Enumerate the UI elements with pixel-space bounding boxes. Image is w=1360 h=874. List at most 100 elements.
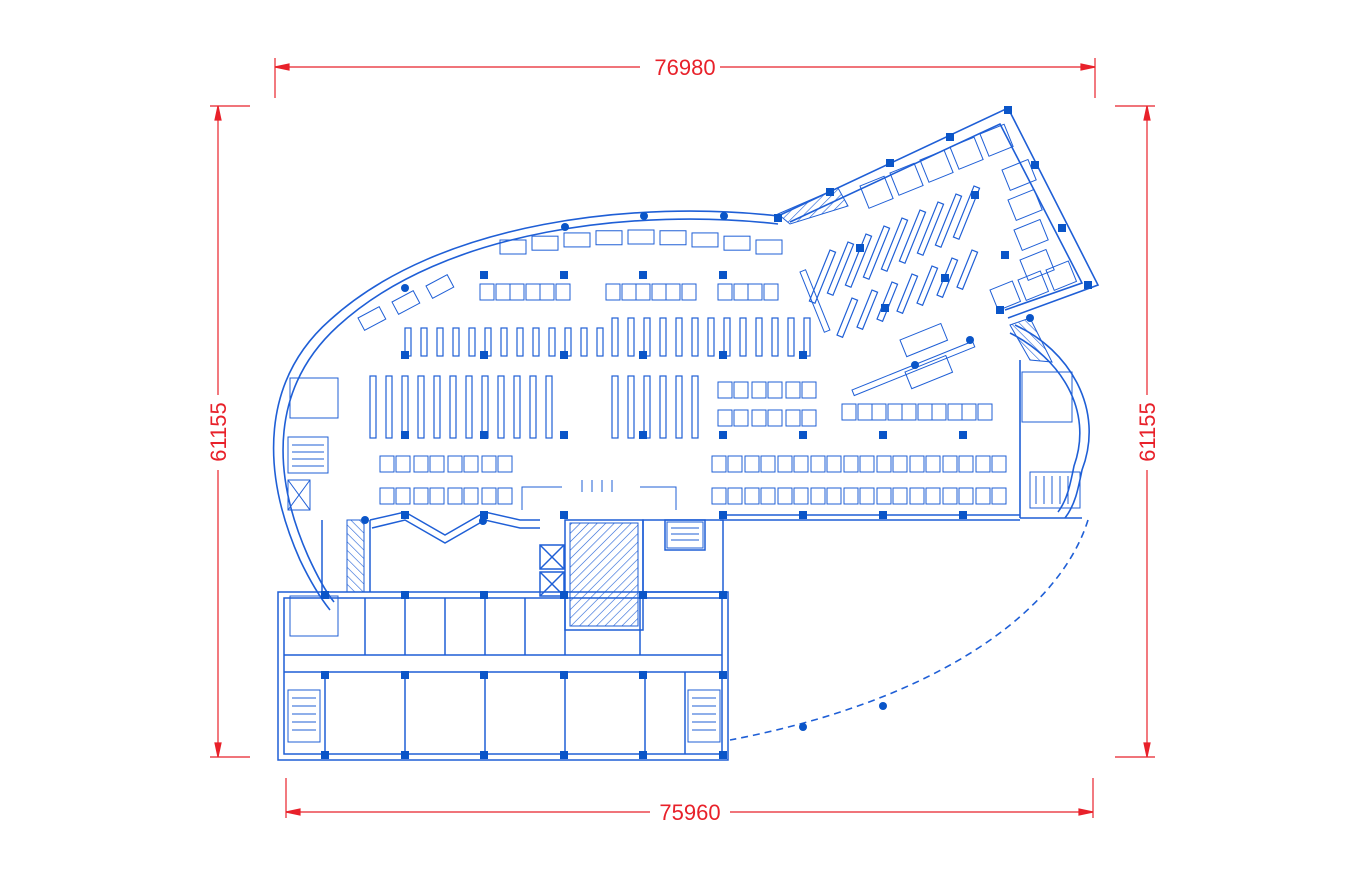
column <box>879 431 887 439</box>
reading-table <box>901 403 917 421</box>
reading-table <box>659 230 687 246</box>
reading-table <box>413 487 429 505</box>
reading-table <box>595 230 623 246</box>
reading-table <box>826 455 842 473</box>
shelf <box>916 265 939 307</box>
shelf <box>916 201 945 257</box>
shelf <box>691 375 699 439</box>
shelf <box>675 375 683 439</box>
reading-table <box>379 455 395 473</box>
counter <box>799 269 831 333</box>
shelf <box>500 327 508 357</box>
reading-table <box>379 487 395 505</box>
reading-table <box>651 283 667 301</box>
reading-table <box>727 487 743 505</box>
column <box>881 304 889 312</box>
column <box>321 751 329 759</box>
column <box>560 351 568 359</box>
reading-table <box>892 487 908 505</box>
reading-table <box>961 403 977 421</box>
reading-table <box>991 455 1007 473</box>
column <box>640 212 648 220</box>
shelf <box>452 327 460 357</box>
column <box>401 751 409 759</box>
column <box>799 723 807 731</box>
reading-table <box>744 487 760 505</box>
shelf <box>548 327 556 357</box>
reading-table <box>531 235 559 251</box>
column <box>401 591 409 599</box>
reading-table <box>744 455 760 473</box>
shelf <box>417 375 425 439</box>
dimension-right-label: 61155 <box>1135 402 1160 462</box>
reading-table <box>942 455 958 473</box>
reading-table <box>711 455 727 473</box>
shelf <box>468 327 476 357</box>
shelf <box>771 317 779 357</box>
column <box>639 591 647 599</box>
shelf <box>755 317 763 357</box>
reading-table <box>826 487 842 505</box>
reading-table <box>555 283 571 301</box>
shelf <box>956 249 979 291</box>
shelf <box>803 317 811 357</box>
column <box>401 671 409 679</box>
reading-table <box>989 280 1022 312</box>
column <box>401 351 409 359</box>
column <box>560 271 568 279</box>
column <box>480 591 488 599</box>
shelf <box>401 375 409 439</box>
reading-table <box>481 455 497 473</box>
reading-table <box>975 455 991 473</box>
reading-table <box>760 455 776 473</box>
column <box>799 511 807 519</box>
reading-table <box>665 283 681 301</box>
reading-table <box>1045 260 1078 292</box>
reading-table <box>747 283 763 301</box>
column <box>479 517 487 525</box>
reading-table <box>395 455 411 473</box>
reading-table <box>717 283 733 301</box>
shelf <box>896 273 919 315</box>
column <box>480 431 488 439</box>
column <box>639 431 647 439</box>
reading-table <box>859 487 875 505</box>
shelf <box>545 375 553 439</box>
building-outline <box>272 106 1100 741</box>
e-stair-hatch <box>1009 317 1053 363</box>
reading-table <box>357 306 387 332</box>
shelf <box>611 375 619 439</box>
reading-table <box>958 455 974 473</box>
reading-table <box>479 283 495 301</box>
shelf <box>856 289 879 331</box>
reading-table <box>763 283 779 301</box>
reading-table <box>635 283 651 301</box>
shelf <box>826 241 855 297</box>
shelf <box>739 317 747 357</box>
reading-table <box>463 455 479 473</box>
shelf <box>513 375 521 439</box>
column <box>971 191 979 199</box>
reading-table <box>777 455 793 473</box>
column <box>1026 314 1034 322</box>
column <box>639 351 647 359</box>
shelf <box>643 375 651 439</box>
reading-table <box>991 487 1007 505</box>
reading-table <box>777 487 793 505</box>
reading-table <box>429 455 445 473</box>
column <box>480 351 488 359</box>
column <box>361 516 369 524</box>
stairs <box>287 371 1081 743</box>
column <box>826 188 834 196</box>
reading-table <box>1007 188 1043 222</box>
reading-table <box>497 487 513 505</box>
dimension-top-label: 76980 <box>654 55 715 80</box>
column <box>959 431 967 439</box>
shelf <box>611 317 619 357</box>
column <box>1084 281 1092 289</box>
shelf <box>723 317 731 357</box>
reading-table <box>1001 158 1037 192</box>
column <box>946 133 954 141</box>
column <box>911 361 919 369</box>
reading-table <box>925 455 941 473</box>
